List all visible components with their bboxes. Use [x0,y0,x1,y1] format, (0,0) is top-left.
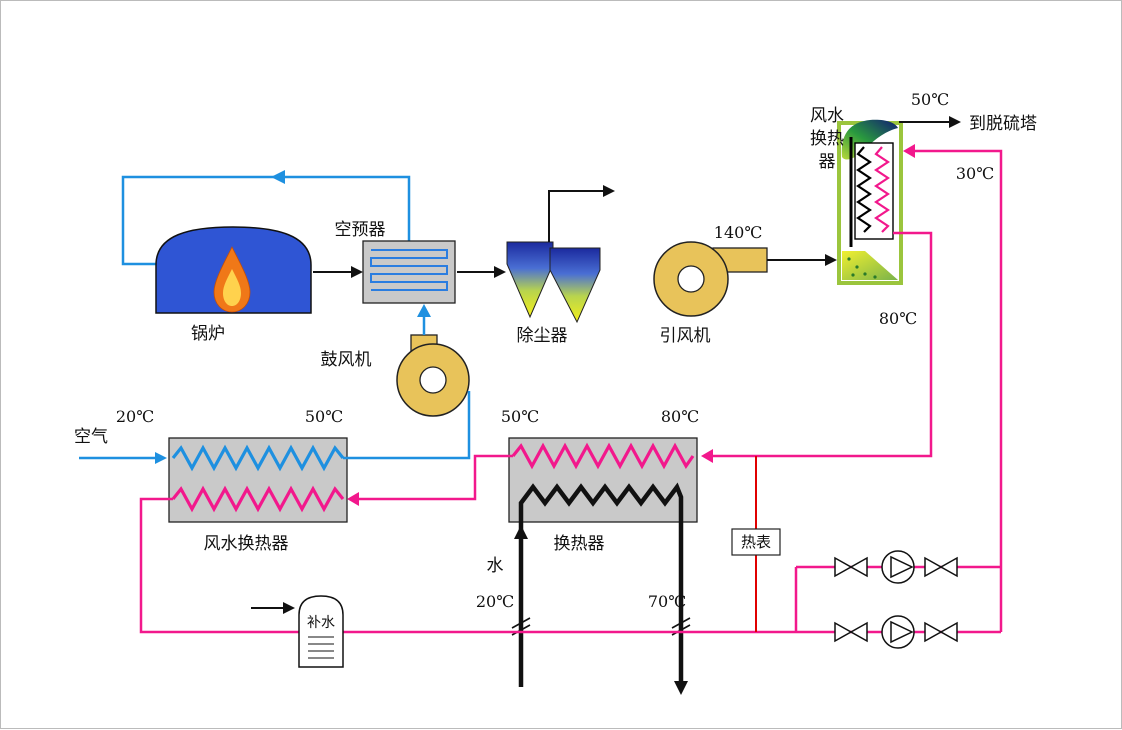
flue-gas-temp: 140℃ [714,223,762,242]
id-fan-label: 引风机 [660,326,711,346]
air-coil [171,444,345,472]
intermediate-water-line [347,454,513,506]
unit-gas-coil [856,146,872,233]
stack-outlet: 50℃ 到脱硫塔 [899,90,1037,134]
flue-gas-water-heat-exchanger-unit: 风水 换热 器 [810,106,903,285]
air-in-temp: 20℃ [116,407,154,426]
right-arrow-icon [351,266,363,278]
heat-meter-label: 热表 [741,533,771,551]
return-in-temp: 30℃ [956,164,994,183]
water-in-temp: 20℃ [476,592,514,611]
right-arrow-icon [949,116,961,128]
boiler-label: 锅炉 [191,324,225,344]
air-preheater: 空预器 [335,220,456,304]
unit-label-line1: 风水 [810,106,844,126]
right-arrow-icon [494,266,506,278]
dust-collector: 除尘器 [506,241,601,346]
induced-draft-fan: 引风机 140℃ [653,223,837,346]
air-label: 空气 [74,427,108,447]
left-arrow-icon [701,449,713,463]
unit-water-coil [874,146,890,233]
water-coil [171,485,345,513]
down-arrow-icon [674,681,688,695]
air-water-heat-exchanger: 风水换热器 20℃ 50℃ [116,407,348,554]
flue-gas-inlet-plume [842,251,898,280]
boiler: 锅炉 [155,226,312,344]
hx-out-temp: 50℃ [501,407,539,426]
left-arrow-icon [347,492,359,506]
hot-water-coil [511,442,695,470]
dust-collector-label: 除尘器 [517,326,568,346]
unit-label-line3: 器 [819,152,836,172]
heat-meter: 热表 [731,456,781,632]
left-arrow-icon [271,170,285,184]
to-desulfurization-label: 到脱硫塔 [969,114,1037,134]
water-out-temp: 70℃ [648,592,686,611]
air-inlet-line: 空气 [74,427,167,464]
makeup-water-tank: 补水 [251,595,344,668]
air-line-to-blower [343,391,471,460]
flue-line-preheater-dust [457,266,506,278]
hx-in-temp: 80℃ [661,407,699,426]
air-out-temp: 50℃ [305,407,343,426]
water-label: 水 [487,556,504,576]
up-arrow-icon [417,304,431,317]
hot-water-supply-line: 80℃ [701,231,933,463]
right-arrow-icon [603,185,615,197]
flue-line-boiler-preheater [313,266,363,278]
heat-exchanger: 换热器 50℃ 80℃ 水 20℃ 70℃ [476,407,699,695]
stack-out-temp: 50℃ [911,90,949,109]
air-preheater-label: 空预器 [335,220,386,240]
makeup-water-label: 补水 [307,615,335,631]
unit-label-line2: 换热 [810,129,844,149]
hot-air-return-line [121,170,411,266]
pump-valve-row-1 [834,550,958,584]
blower-label: 鼓风机 [321,350,372,370]
left-arrow-icon [903,144,915,158]
flue-line-dust-fan [548,185,615,242]
secondary-water-coil [518,482,684,687]
right-arrow-icon [283,602,295,614]
air-water-hx-label: 风水换热器 [204,534,289,554]
supply-out-temp: 80℃ [879,309,917,328]
pump-valve-row-2 [834,615,958,649]
heat-exchanger-label: 换热器 [554,534,605,554]
right-arrow-icon [155,452,167,464]
right-arrow-icon [825,254,837,266]
blower-fan: 鼓风机 [321,304,470,417]
preheater-coil [370,249,448,291]
up-arrow-icon [514,525,528,539]
